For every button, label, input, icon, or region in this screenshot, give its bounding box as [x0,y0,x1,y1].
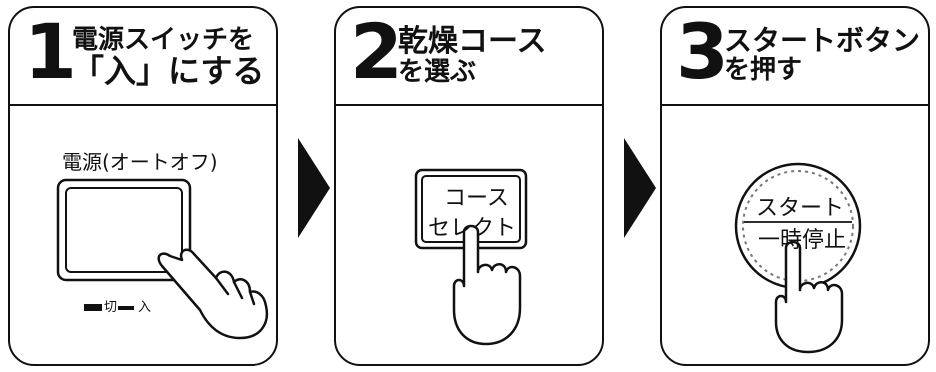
hand-pointer-icon [774,240,844,354]
start-button-illustration [734,162,862,354]
step-3-panel: 3 スタートボタン を押す スタート 一時停止 [660,6,930,366]
arrow-right-icon [624,138,656,238]
step-1-header: 1 電源スイッチを 「入」にする [10,8,276,106]
switch-on-indicator [118,306,134,310]
power-switch-outer [56,178,192,282]
step-2-title-line2: を選ぶ [398,57,477,88]
step-1-title-line2: 「入」にする [72,52,265,91]
arrow-right-icon [298,138,330,238]
step-2-title-line1: 乾燥コース [398,24,547,59]
course-select-line2: セレクト [428,216,517,241]
step-3-title-line2: を押す [724,55,803,86]
start-button-line2: 一時停止 [758,228,847,253]
step-3-number: 3 [676,7,729,96]
switch-on-label: 入 [138,300,152,315]
switch-off-label: 切 [104,300,118,315]
step-3-header: 3 スタートボタン を押す [662,8,928,106]
power-switch-illustration [56,178,269,340]
step-3-title-line1: スタートボタン [724,24,921,57]
step-1-number: 1 [24,7,77,96]
start-button-line1: スタート [756,196,845,221]
step-1-panel: 1 電源スイッチを 「入」にする 電源(オートオフ) 切 入 [8,6,278,366]
step-2-panel: 2 乾燥コース を選ぶ コース セレクト [334,6,604,366]
power-switch-button [65,187,183,273]
power-label: 電源(オートオフ) [62,150,218,174]
step-2-title: 乾燥コース を選ぶ [398,24,547,88]
hand-pointer-icon [452,224,522,346]
course-select-line1: コース [444,186,509,211]
step-1-title: 電源スイッチを 「入」にする [72,26,264,89]
hand-pointer-icon [157,248,269,340]
step-3-title: スタートボタン を押す [724,24,921,86]
step-1-title-line1: 電源スイッチを [72,25,255,55]
course-select-illustration [414,168,528,346]
step-2-number: 2 [350,7,403,96]
switch-off-indicator [84,304,102,311]
step-2-header: 2 乾燥コース を選ぶ [336,8,602,106]
